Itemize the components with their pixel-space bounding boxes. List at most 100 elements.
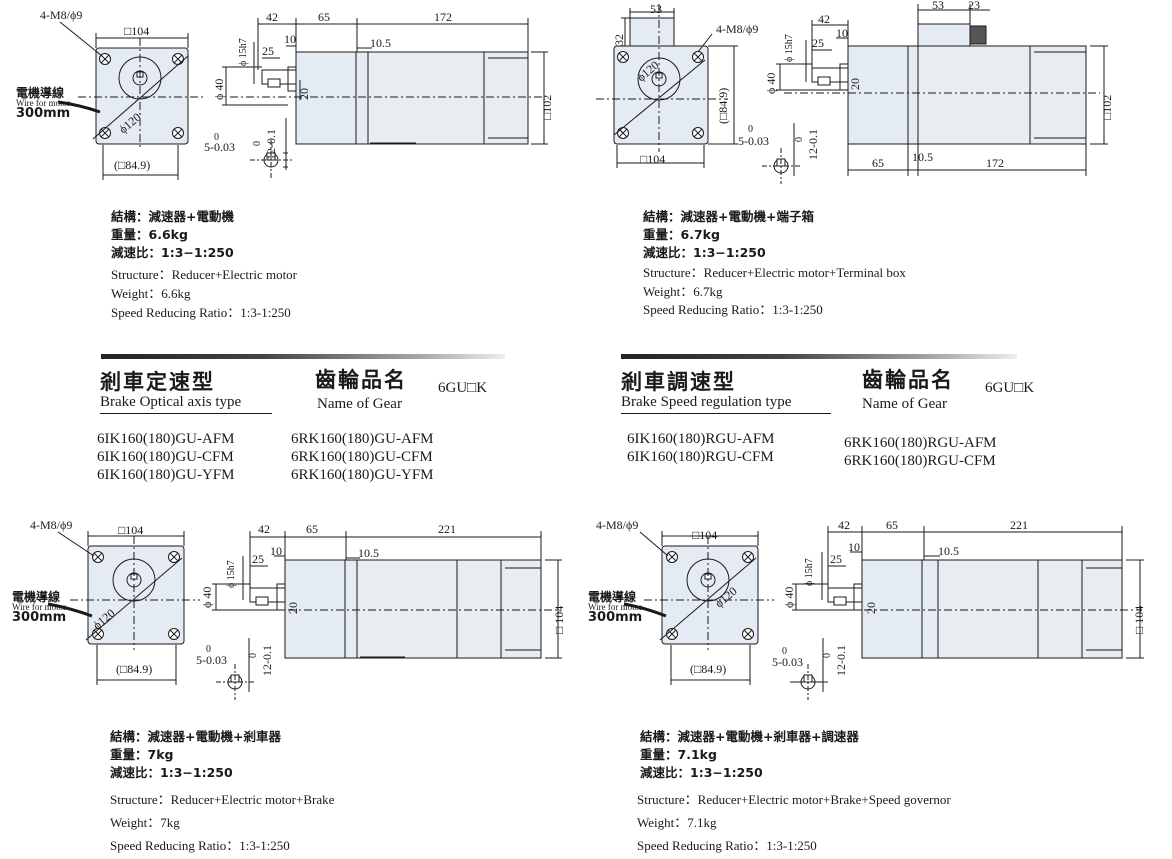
shaft-dimension: ϕ 15h7 — [238, 38, 249, 66]
key-height: 12-0.1 — [834, 645, 848, 676]
structure-en: Structure：Reducer+Electric motor — [111, 267, 298, 282]
dim-20: 20 — [286, 602, 300, 614]
section-bar — [621, 354, 1017, 359]
height-dimension: □102 — [540, 94, 554, 120]
mount-hole-label: 4-M8/ϕ9 — [40, 8, 83, 22]
model-item: 6IK160(180)GU-CFM — [97, 449, 234, 465]
wire-length: 300mm — [16, 106, 71, 121]
model-item: 6RK160(180)RGU-AFM — [844, 435, 997, 451]
key-width: 5-0.03 — [772, 655, 803, 669]
ratio-cn: 減速比：1:3−1:250 — [643, 245, 766, 260]
dim-25: 25 — [812, 36, 824, 50]
structure-cn: 結構：減速器+電動機 — [111, 209, 234, 224]
structure-cn: 結構：減速器+電動機+端子箱 — [643, 209, 814, 224]
dim-53: 53 — [650, 2, 662, 16]
dim-phi40: ϕ 40 — [782, 586, 796, 608]
flange-dimension: (□84.9) — [716, 87, 730, 124]
wire-length: 300mm — [588, 610, 643, 625]
key-width-upper: 0 — [782, 646, 787, 657]
dim-10: 10 — [284, 32, 296, 46]
model-item: 6IK160(180)GU-YFM — [97, 467, 235, 483]
dim-20: 20 — [864, 602, 878, 614]
wire-label-cn: 電機導線 — [16, 86, 65, 100]
flange-dimension: (□84.9) — [116, 662, 153, 676]
dim-length: 221 — [1010, 518, 1028, 532]
section-bar — [101, 354, 505, 359]
gear-code: 6GU□K — [985, 380, 1035, 396]
weight-en: Weight：7.1kg — [637, 815, 717, 830]
key-height: 12-0.1 — [264, 129, 278, 160]
model-item: 6RK160(180)GU-AFM — [291, 431, 434, 447]
dim-42: 42 — [266, 10, 278, 24]
ratio-cn: 減速比：1:3−1:250 — [110, 765, 233, 780]
dim-65: 65 — [886, 518, 898, 532]
square-dimension: □104 — [692, 528, 718, 542]
type-title-en: Brake Optical axis type — [100, 394, 242, 410]
wire-label-en: Wire for motor — [16, 98, 71, 108]
structure-cn: 結構：減速器+電動機+剎車器 — [110, 729, 281, 744]
square-dimension: □104 — [124, 24, 150, 38]
mount-hole-label: 4-M8/ϕ9 — [716, 22, 759, 36]
front-view-bottom-left — [47, 531, 200, 685]
weight-cn: 重量：6.6kg — [111, 227, 188, 242]
key-width: 5-0.03 — [204, 140, 235, 154]
dim-32: 32 — [612, 34, 626, 46]
front-view-top-right — [596, 4, 738, 168]
dim-10: 10 — [270, 544, 282, 558]
key-height-upper: 0 — [822, 653, 833, 658]
dim-42: 42 — [838, 518, 850, 532]
front-view-top-left — [57, 21, 205, 180]
height-dimension: □ 104 — [552, 605, 566, 634]
dim-phi40: ϕ 40 — [764, 72, 778, 94]
dim-65: 65 — [318, 10, 330, 24]
front-view-bottom-right — [623, 531, 774, 685]
structure-en: Structure：Reducer+Electric motor+Brake — [110, 792, 335, 807]
side-view-bottom-left — [212, 531, 562, 700]
dim-42: 42 — [818, 12, 830, 26]
weight-cn: 重量：7.1kg — [640, 747, 717, 762]
shaft-dimension: ϕ 15h7 — [804, 558, 815, 586]
model-item: 6IK160(180)RGU-AFM — [627, 431, 775, 447]
model-item: 6IK160(180)RGU-CFM — [627, 449, 774, 465]
key-width-upper: 0 — [748, 124, 753, 135]
gear-title-cn: 齒輪品名 — [862, 368, 954, 392]
wire-length: 300mm — [12, 610, 67, 625]
dim-10-5: 10.5 — [938, 544, 959, 558]
key-width-upper: 0 — [206, 644, 211, 655]
dim-65: 65 — [872, 156, 884, 170]
dim-10: 10 — [848, 540, 860, 554]
model-item: 6RK160(180)GU-CFM — [291, 449, 433, 465]
dim-25: 25 — [252, 552, 264, 566]
model-item: 6IK160(180)GU-AFM — [97, 431, 235, 447]
dim-10-5: 10.5 — [370, 36, 391, 50]
ratio-cn: 減速比：1:3−1:250 — [640, 765, 763, 780]
side-view-bottom-right — [790, 526, 1144, 700]
flange-dimension: (□84.9) — [690, 662, 727, 676]
side-view-top-right — [762, 4, 1108, 184]
dim-length: 172 — [986, 156, 1004, 170]
wire-label-cn: 電機導線 — [588, 590, 637, 604]
wire-label-cn: 電機導線 — [12, 590, 61, 604]
key-width: 5-0.03 — [196, 653, 227, 667]
model-list-col2: 6RK160(180)GU-AFM 6RK160(180)GU-CFM 6RK1… — [291, 430, 434, 484]
type-title-en: Brake Speed regulation type — [621, 394, 792, 410]
ratio-en: Speed Reducing Ratio：1:3-1:250 — [643, 302, 823, 317]
dim-10-5: 10.5 — [912, 150, 933, 164]
model-list-col2: 6RK160(180)RGU-AFM 6RK160(180)RGU-CFM — [844, 434, 997, 470]
height-dimension: □ 104 — [1132, 605, 1146, 634]
ratio-en: Speed Reducing Ratio：1:3-1:250 — [637, 838, 817, 853]
terminal-box-53: 53 — [932, 0, 944, 12]
type-underline — [100, 413, 272, 414]
ratio-en: Speed Reducing Ratio：1:3-1:250 — [110, 838, 290, 853]
mount-hole-label: 4-M8/ϕ9 — [596, 518, 639, 532]
mount-hole-label: 4-M8/ϕ9 — [30, 518, 73, 532]
gear-title-en: Name of Gear — [317, 396, 402, 412]
structure-en: Structure：Reducer+Electric motor+Termina… — [643, 265, 906, 280]
gear-title-cn: 齒輪品名 — [315, 368, 407, 392]
side-view-top-left — [222, 18, 548, 178]
dim-20: 20 — [848, 78, 862, 90]
gear-title-en: Name of Gear — [862, 396, 947, 412]
structure-en: Structure：Reducer+Electric motor+Brake+S… — [637, 792, 951, 807]
gear-code: 6GU□K — [438, 380, 488, 396]
